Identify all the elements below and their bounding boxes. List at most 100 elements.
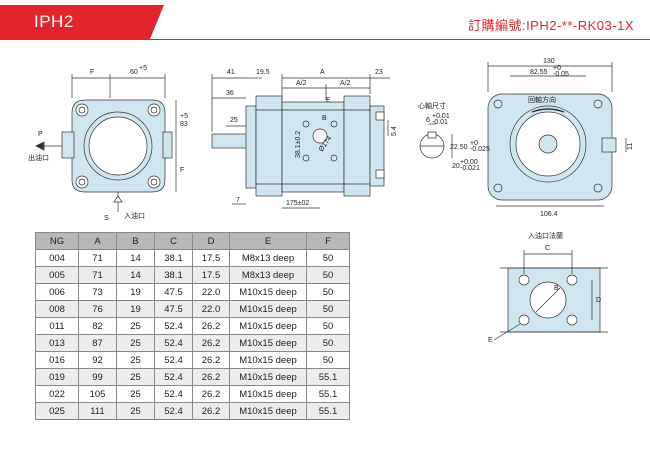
cell-ng: 022 (35, 385, 79, 403)
cell-a: 111 (78, 402, 117, 420)
cell-b: 25 (116, 351, 155, 369)
dim-60-tol: +5 (139, 65, 147, 72)
cell-b: 25 (116, 402, 155, 420)
cell-ng: 005 (35, 266, 79, 284)
cell-e: M10x15 deep (229, 402, 307, 420)
rotation-label: 回軸方向 (528, 95, 556, 104)
cell-c: 52.4 (154, 334, 193, 352)
col-d: D (192, 232, 230, 250)
flange-title: 入油口法蘭 (528, 231, 563, 240)
cell-ng: 016 (35, 351, 79, 369)
cell-a: 99 (78, 368, 117, 386)
cell-f: 55.1 (306, 402, 350, 420)
cell-d: 26.2 (192, 402, 230, 420)
shaft-d20-tol-dn: -0.021 (460, 165, 480, 172)
cell-a: 105 (78, 385, 117, 403)
cell-c: 52.4 (154, 402, 193, 420)
table-row: 011 82 25 52.4 26.2 M10x15 deep 50 (35, 317, 350, 335)
dim-175: 175±02 (286, 200, 309, 207)
table-row: 008 76 19 47.5 22.0 M10x15 deep 50 (35, 300, 350, 318)
header: IPH2 訂購編號:IPH2-**-RK03-1X (0, 0, 650, 40)
dim-83: 83 (180, 121, 188, 128)
table-row: 005 71 14 38.1 17.5 M8x13 deep 50 (35, 266, 350, 284)
shaft-d6-tol-dn: -0.01 (432, 119, 448, 126)
shaft-d22-50-tol-up: +0 (470, 140, 478, 147)
cell-f: 50 (306, 249, 350, 267)
cell-e: M10x15 deep (229, 317, 307, 335)
cell-d: 17.5 (192, 266, 230, 284)
order-code: 訂購編號:IPH2-**-RK03-1X (467, 18, 634, 33)
flange-svg: 入油口法蘭 C B D E (488, 231, 608, 344)
table-row: 004 71 14 38.1 17.5 M8x13 deep 50 (35, 249, 350, 267)
col-ng: NG (35, 232, 79, 250)
cell-d: 22.0 (192, 300, 230, 318)
cell-a: 87 (78, 334, 117, 352)
cell-f: 50 (306, 266, 350, 284)
cell-ng: 008 (35, 300, 79, 318)
technical-drawing: F 60 +5 83 +5 F P 出油口 S 入油口 41 19.5 A A/… (0, 40, 650, 230)
table-row: 025 111 25 52.4 26.2 M10x15 deep 55.1 (35, 402, 350, 420)
front-view (35, 74, 177, 212)
cell-f: 50 (306, 351, 350, 369)
cell-ng: 011 (35, 317, 79, 335)
cell-b: 14 (116, 249, 155, 267)
dim-a: A (320, 69, 325, 76)
dim-38-1: 38.1±0.2 (295, 131, 302, 158)
model-name: IPH2 (34, 12, 74, 31)
inlet-flange-detail: 入油口法蘭 C B D E (480, 228, 640, 348)
table-row: 022 105 25 52.4 26.2 M10x15 deep 55.1 (35, 385, 350, 403)
col-a: A (78, 232, 117, 250)
table-row: 013 87 25 52.4 26.2 M10x15 deep 50 (35, 334, 350, 352)
rear-d82-55-tol-up: +0 (553, 65, 561, 72)
cell-b: 25 (116, 368, 155, 386)
cell-ng: 025 (35, 402, 79, 420)
table-row: 019 99 25 52.4 26.2 M10x15 deep 55.1 (35, 368, 350, 386)
table-row: 016 92 25 52.4 26.2 M10x15 deep 50 (35, 351, 350, 369)
dim-19-5: 19.5 (256, 69, 270, 76)
col-b: B (116, 232, 155, 250)
dim-23: 23 (375, 69, 383, 76)
rear-d82-55-tol-dn: -0.05 (553, 71, 569, 78)
cell-f: 50 (306, 300, 350, 318)
flange-dim-d: D (596, 297, 601, 304)
cell-c: 47.5 (154, 300, 193, 318)
cell-c: 47.5 (154, 283, 193, 301)
dim-b: B (322, 115, 327, 122)
drawing-svg: F 60 +5 83 +5 F P 出油口 S 入油口 41 19.5 A A/… (28, 58, 634, 222)
cell-f: 50 (306, 334, 350, 352)
cell-b: 25 (116, 334, 155, 352)
cell-b: 25 (116, 385, 155, 403)
outlet-label: 出油口 (28, 153, 49, 162)
cell-a: 71 (78, 266, 117, 284)
col-f: F (306, 232, 350, 250)
col-e: E (229, 232, 307, 250)
rear-labels: 130 82.55 +0 -0.05 回軸方向 11 106.4 (528, 58, 634, 218)
side-dim-labels: 41 19.5 A A/2 A/2 23 36 25 E B 38.1±0.2 … (226, 69, 398, 207)
cell-d: 22.0 (192, 283, 230, 301)
spec-table: NG A B C D E F 004 71 14 38.1 17.5 M8x13… (35, 232, 350, 420)
dim-7: 7 (236, 197, 240, 204)
cell-b: 19 (116, 300, 155, 318)
cell-c: 38.1 (154, 249, 193, 267)
cell-ng: 019 (35, 368, 79, 386)
cell-e: M10x15 deep (229, 300, 307, 318)
port-s: S (104, 215, 109, 222)
dim-5-4: 5.4 (391, 126, 398, 136)
cell-b: 14 (116, 266, 155, 284)
flange-dim-c: C (545, 245, 550, 252)
cell-f: 50 (306, 283, 350, 301)
cell-a: 71 (78, 249, 117, 267)
dim-25: 25 (230, 117, 238, 124)
dim-a2-left: A/2 (296, 80, 307, 87)
cell-ng: 004 (35, 249, 79, 267)
rear-d82-55: 82.55 (530, 69, 548, 76)
cell-c: 52.4 (154, 317, 193, 335)
cell-e: M10x15 deep (229, 385, 307, 403)
cell-c: 52.4 (154, 351, 193, 369)
cell-e: M10x15 deep (229, 283, 307, 301)
shaft-detail (419, 123, 453, 159)
cell-c: 38.1 (154, 266, 193, 284)
cell-e: M10x15 deep (229, 368, 307, 386)
dim-a2-right: A/2 (340, 80, 351, 87)
cell-d: 26.2 (192, 385, 230, 403)
